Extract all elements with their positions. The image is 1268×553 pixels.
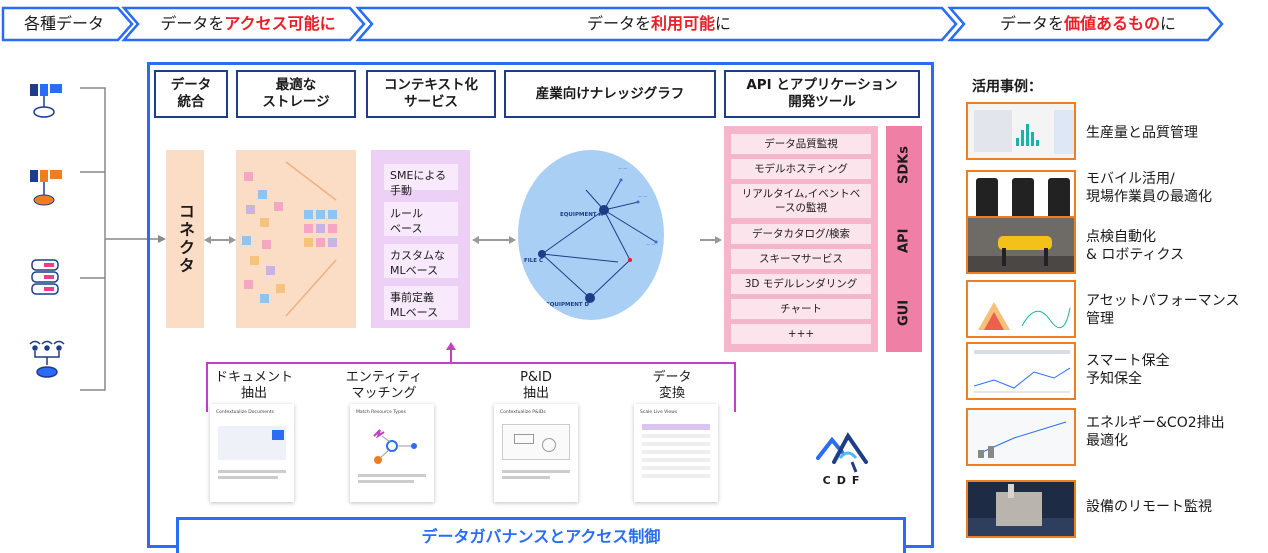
sdk-api-gui-bar: SDKs API GUI bbox=[886, 126, 922, 352]
use-case-thumb-5 bbox=[966, 342, 1076, 400]
svg-text:— —: — — bbox=[618, 166, 627, 171]
use-case-label-4: アセットパフォーマンス 管理 bbox=[1086, 293, 1240, 327]
storage-block bbox=[236, 150, 356, 328]
context-item-predefined-ml: 事前定義 MLベース bbox=[384, 286, 458, 320]
api-item-realtime: リアルタイム,イベントベ ースの監視 bbox=[731, 184, 871, 218]
source-icon-1 bbox=[30, 84, 62, 118]
gui-label: GUI bbox=[896, 299, 912, 327]
use-case-thumb-7 bbox=[966, 480, 1076, 538]
flow-arrows bbox=[204, 236, 722, 244]
chevron-valuable: データを価値あるものに bbox=[999, 14, 1177, 33]
kg-label-file-c: FILE C bbox=[524, 258, 544, 264]
service-label-doc: ドキュメント 抽出 bbox=[214, 370, 293, 401]
kg-label-equipment-d: EQUIPMENT D bbox=[546, 302, 590, 308]
api-item-quality: データ品質監視 bbox=[731, 134, 871, 154]
service-frame bbox=[206, 362, 736, 412]
governance-bar: データガバナンスとアクセス制御 bbox=[176, 517, 906, 553]
service-label-transform: データ 変換 bbox=[652, 370, 692, 401]
contextualization-block: SMEによる手動 ルール ベース カスタムな MLベース 事前定義 MLベース bbox=[371, 150, 470, 328]
source-icon-4 bbox=[29, 340, 65, 378]
header-integration: データ 統合 bbox=[154, 70, 228, 118]
kg-node-equipment-d bbox=[585, 293, 595, 303]
service-label-pid: P&ID 抽出 bbox=[520, 370, 552, 401]
kg-node-equipment-a bbox=[599, 205, 609, 215]
svg-text:— —: — — bbox=[638, 194, 647, 199]
chevron-accessible: データをアクセス可能に bbox=[160, 14, 336, 33]
source-icon-2 bbox=[30, 170, 62, 206]
up-arrow-icon bbox=[446, 342, 456, 362]
stage-chevrons bbox=[1, 6, 1224, 42]
api-item-3d: 3D モデルレンダリング bbox=[731, 274, 871, 294]
service-card-entity: Match Resource Types bbox=[350, 404, 434, 502]
api-item-chart: チャート bbox=[731, 299, 871, 319]
kg-node-file-c bbox=[538, 250, 546, 258]
api-item-model-hosting: モデルホスティング bbox=[731, 159, 871, 179]
data-sources bbox=[29, 84, 166, 391]
use-case-thumb-3 bbox=[966, 216, 1076, 274]
use-case-thumb-1 bbox=[966, 102, 1076, 160]
use-case-label-7: 設備のリモート監視 bbox=[1086, 499, 1212, 515]
api-label: API bbox=[896, 228, 912, 254]
use-case-thumb-4 bbox=[966, 280, 1076, 338]
cdf-logo bbox=[816, 432, 868, 473]
cdf-wordmark: CDF bbox=[822, 474, 866, 487]
chevron-usable: データを利用可能に bbox=[586, 14, 732, 33]
header-knowledge-graph: 産業向けナレッジグラフ bbox=[504, 70, 716, 118]
header-context: コンテキスト化 サービス bbox=[366, 70, 496, 118]
use-case-label-2: モバイル活用/ 現場作業員の最適化 bbox=[1086, 171, 1212, 205]
api-item-catalog: データカタログ/検索 bbox=[731, 224, 871, 244]
use-case-label-5: スマート保全 予知保全 bbox=[1086, 353, 1170, 387]
context-item-sme: SMEによる手動 bbox=[384, 164, 458, 197]
use-case-label-1: 生産量と品質管理 bbox=[1086, 125, 1198, 141]
api-item-more: +++ bbox=[731, 324, 871, 344]
knowledge-graph: — — — — — — EQUIPMENT A FILE C EQUIPMENT D bbox=[518, 150, 664, 320]
sdk-label: SDKs bbox=[896, 146, 912, 184]
use-cases-title: 活用事例： bbox=[972, 79, 1042, 95]
use-case-label-3: 点検自動化 & ロボティクス bbox=[1086, 229, 1185, 263]
service-card-transform: Scale Live Views bbox=[634, 404, 718, 502]
kg-label-equipment-a: EQUIPMENT A bbox=[560, 212, 603, 218]
svg-text:— —: — — bbox=[646, 242, 655, 247]
service-card-pid: Contextualize P&IDs bbox=[494, 404, 578, 502]
chevron-sources: 各種データ bbox=[23, 14, 104, 33]
header-storage: 最適な ストレージ bbox=[236, 70, 356, 118]
connector-block: コネクタ bbox=[166, 150, 204, 328]
use-case-thumb-6 bbox=[966, 408, 1076, 466]
context-item-rule: ルール ベース bbox=[384, 202, 458, 236]
header-api: API とアプリケーション 開発ツール bbox=[724, 70, 920, 118]
service-label-entity: エンティティ マッチング bbox=[345, 370, 423, 401]
service-card-doc: Contextualize Documents bbox=[210, 404, 294, 502]
use-case-label-6: エネルギー&CO2排出 最適化 bbox=[1086, 415, 1225, 449]
source-icon-3 bbox=[31, 259, 59, 295]
api-item-schema: スキーマサービス bbox=[731, 249, 871, 269]
context-item-custom-ml: カスタムな MLベース bbox=[384, 244, 458, 278]
api-tools-block: データ品質監視 モデルホスティング リアルタイム,イベントベ ースの監視 データ… bbox=[724, 126, 878, 352]
